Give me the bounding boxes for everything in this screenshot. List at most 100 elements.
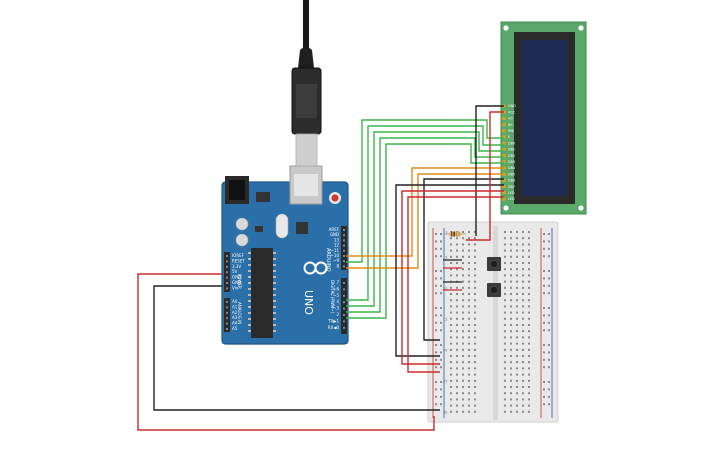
header-hole[interactable] [226, 301, 228, 303]
breadboard-hole[interactable] [468, 379, 470, 382]
breadboard-hole[interactable] [456, 293, 458, 295]
breadboard-hole[interactable] [504, 398, 506, 401]
breadboard-rail-hole[interactable] [543, 395, 545, 398]
breadboard-hole[interactable] [474, 404, 476, 407]
breadboard-hole[interactable] [456, 342, 458, 345]
breadboard-hole[interactable] [468, 311, 470, 314]
breadboard-hole[interactable] [504, 404, 506, 407]
breadboard-hole[interactable] [504, 305, 506, 308]
header-hole[interactable] [343, 249, 345, 252]
breadboard-hole[interactable] [474, 392, 476, 395]
breadboard-hole[interactable] [504, 361, 506, 364]
breadboard-hole[interactable] [474, 361, 476, 364]
breadboard-hole[interactable] [510, 379, 512, 382]
header-hole[interactable] [226, 322, 228, 325]
breadboard-hole[interactable] [468, 386, 470, 388]
breadboard-rail-hole[interactable] [435, 240, 437, 243]
breadboard-hole[interactable] [468, 404, 470, 407]
breadboard-hole[interactable] [456, 268, 458, 271]
breadboard-hole[interactable] [504, 330, 506, 333]
breadboard-hole[interactable] [510, 231, 512, 233]
breadboard-hole[interactable] [456, 355, 458, 357]
breadboard-rail-hole[interactable] [435, 307, 437, 309]
breadboard-hole[interactable] [474, 379, 476, 382]
breadboard-hole[interactable] [504, 299, 506, 302]
breadboard-rail-hole[interactable] [548, 403, 550, 406]
breadboard-hole[interactable] [504, 392, 506, 395]
breadboard-hole[interactable] [510, 280, 512, 283]
breadboard-hole[interactable] [522, 330, 524, 333]
breadboard-hole[interactable] [522, 361, 524, 364]
header-hole[interactable] [343, 307, 345, 310]
lcd-pin[interactable] [502, 129, 506, 133]
breadboard-hole[interactable] [456, 262, 458, 264]
breadboard-rail-hole[interactable] [440, 388, 442, 391]
breadboard-hole[interactable] [462, 373, 464, 376]
breadboard-hole[interactable] [510, 324, 512, 326]
breadboard-rail-hole[interactable] [548, 395, 550, 398]
breadboard-hole[interactable] [504, 386, 506, 388]
breadboard-hole[interactable] [510, 255, 512, 258]
breadboard-hole[interactable] [504, 336, 506, 339]
breadboard-hole[interactable] [474, 398, 476, 401]
breadboard-rail-hole[interactable] [440, 314, 442, 317]
breadboard-rail-hole[interactable] [435, 358, 437, 361]
breadboard-hole[interactable] [450, 386, 452, 388]
breadboard-hole[interactable] [528, 398, 530, 401]
breadboard-hole[interactable] [468, 342, 470, 345]
breadboard-hole[interactable] [510, 410, 512, 413]
breadboard-hole[interactable] [456, 392, 458, 395]
breadboard-hole[interactable] [510, 274, 512, 277]
breadboard-hole[interactable] [468, 317, 470, 320]
breadboard-hole[interactable] [516, 392, 518, 395]
breadboard-rail-hole[interactable] [548, 344, 550, 346]
breadboard-hole[interactable] [522, 398, 524, 401]
breadboard-hole[interactable] [510, 311, 512, 314]
header-hole[interactable] [226, 328, 228, 330]
lcd-pin[interactable] [502, 191, 506, 195]
breadboard-hole[interactable] [456, 348, 458, 351]
breadboard-hole[interactable] [462, 237, 464, 240]
breadboard-hole[interactable] [450, 249, 452, 252]
breadboard-hole[interactable] [516, 336, 518, 339]
breadboard-hole[interactable] [450, 336, 452, 339]
breadboard-hole[interactable] [522, 305, 524, 308]
breadboard-rail-hole[interactable] [435, 233, 437, 235]
breadboard-hole[interactable] [462, 398, 464, 401]
breadboard-rail-hole[interactable] [440, 321, 442, 324]
header-hole[interactable] [343, 301, 345, 304]
breadboard-hole[interactable] [474, 305, 476, 308]
breadboard-rail-hole[interactable] [548, 307, 550, 309]
header-hole[interactable] [226, 282, 228, 284]
breadboard-rail-hole[interactable] [543, 344, 545, 346]
breadboard-hole[interactable] [468, 373, 470, 376]
breadboard-hole[interactable] [504, 286, 506, 289]
breadboard-hole[interactable] [450, 237, 452, 240]
breadboard-hole[interactable] [504, 373, 506, 376]
breadboard-hole[interactable] [516, 342, 518, 345]
header-hole[interactable] [226, 255, 228, 257]
breadboard-hole[interactable] [504, 274, 506, 277]
breadboard-hole[interactable] [450, 305, 452, 308]
breadboard-hole[interactable] [510, 249, 512, 252]
breadboard-hole[interactable] [528, 324, 530, 326]
breadboard-hole[interactable] [510, 398, 512, 401]
breadboard-hole[interactable] [462, 262, 464, 264]
pushbutton-1[interactable] [487, 257, 501, 271]
breadboard-hole[interactable] [528, 317, 530, 320]
breadboard-hole[interactable] [528, 237, 530, 240]
wire-black-lcd-gnd[interactable] [475, 105, 504, 236]
breadboard-rail-hole[interactable] [548, 321, 550, 324]
breadboard-hole[interactable] [522, 348, 524, 351]
breadboard-hole[interactable] [462, 231, 464, 233]
breadboard-hole[interactable] [510, 237, 512, 240]
breadboard-hole[interactable] [468, 410, 470, 413]
breadboard-hole[interactable] [516, 367, 518, 370]
breadboard-rail-hole[interactable] [543, 366, 545, 369]
wire-black-3[interactable] [395, 184, 504, 357]
breadboard-hole[interactable] [456, 317, 458, 320]
breadboard-hole[interactable] [450, 355, 452, 357]
breadboard-hole[interactable] [462, 255, 464, 258]
breadboard-hole[interactable] [522, 324, 524, 326]
wire-black-arduino-gnd[interactable] [153, 285, 440, 411]
